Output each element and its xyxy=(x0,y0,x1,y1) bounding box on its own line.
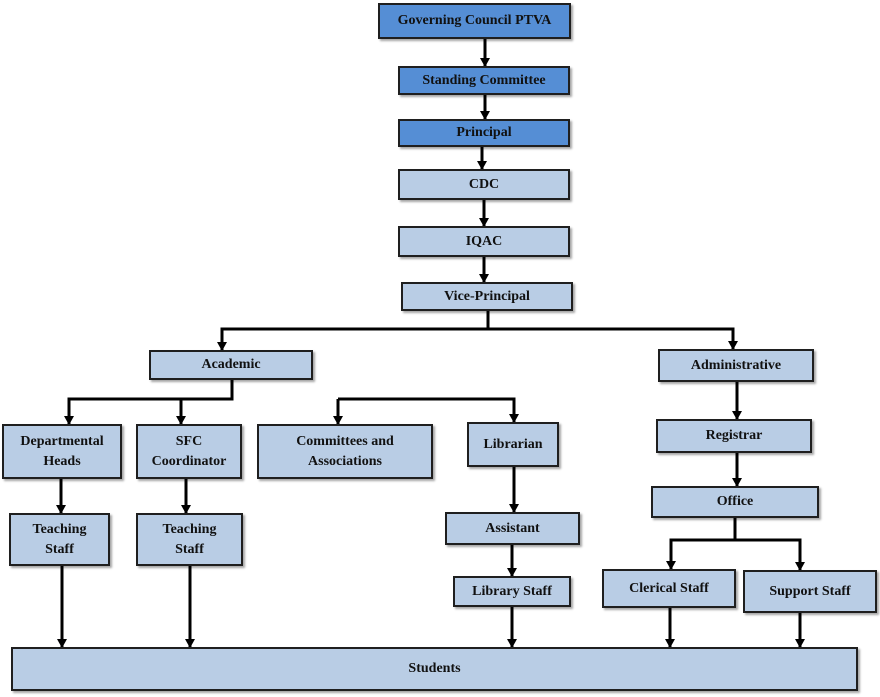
node-label: Administrative xyxy=(690,357,782,373)
edge-office-to-support-staff xyxy=(735,538,805,571)
node-label: Library Staff xyxy=(472,583,552,599)
edge-vice-principal-to-administrative xyxy=(488,327,738,350)
edge-academic-to-librarian xyxy=(338,397,519,423)
node-governing-council: Governing Council PTVA xyxy=(378,3,571,39)
node-teaching-staff-2: Teaching Staff xyxy=(136,513,243,566)
node-teaching-staff-1: Teaching Staff xyxy=(9,513,110,566)
node-label: Librarian xyxy=(483,436,543,452)
node-office: Office xyxy=(651,486,819,518)
node-committees-associations: Committees and Associations xyxy=(257,424,433,479)
node-label: IQAC xyxy=(465,233,503,249)
node-registrar: Registrar xyxy=(656,419,812,453)
node-cdc: CDC xyxy=(398,169,570,200)
node-label: Clerical Staff xyxy=(629,580,709,596)
node-library-staff: Library Staff xyxy=(453,576,571,607)
node-label: Committees and Associations xyxy=(296,433,394,469)
node-administrative: Administrative xyxy=(658,349,814,382)
node-label: Registrar xyxy=(705,428,763,443)
node-vice-principal: Vice-Principal xyxy=(401,282,573,311)
node-label: Academic xyxy=(201,357,261,372)
node-label: Office xyxy=(716,494,754,509)
node-label: Governing Council PTVA xyxy=(397,13,552,28)
node-librarian: Librarian xyxy=(467,422,559,467)
node-departmental-heads: Departmental Heads xyxy=(2,424,122,479)
node-label: Assistant xyxy=(485,520,540,536)
node-assistant: Assistant xyxy=(445,512,580,545)
node-label: SFC Coordinator xyxy=(151,433,227,469)
node-label: Support Staff xyxy=(769,583,851,599)
node-support-staff: Support Staff xyxy=(743,570,877,613)
node-iqac: IQAC xyxy=(398,226,570,257)
node-label: CDC xyxy=(468,176,500,192)
node-label: Vice-Principal xyxy=(444,288,530,304)
node-label: Standing Committee xyxy=(422,72,546,88)
node-label: Students xyxy=(408,661,461,676)
node-principal: Principal xyxy=(398,119,570,147)
node-label: Principal xyxy=(456,125,512,140)
node-students: Students xyxy=(11,647,858,691)
node-label: Departmental Heads xyxy=(20,433,104,469)
node-standing-committee: Standing Committee xyxy=(398,66,570,95)
edge-office-to-clerical-staff xyxy=(666,518,737,570)
node-sfc-coordinator: SFC Coordinator xyxy=(136,424,242,479)
node-academic: Academic xyxy=(149,350,313,380)
node-label: Teaching Staff xyxy=(32,521,87,557)
edge-vice-principal-to-academic xyxy=(217,311,490,351)
edge-academic-to-departmental-heads xyxy=(64,380,234,425)
node-label: Teaching Staff xyxy=(162,521,217,557)
node-clerical-staff: Clerical Staff xyxy=(602,569,736,608)
